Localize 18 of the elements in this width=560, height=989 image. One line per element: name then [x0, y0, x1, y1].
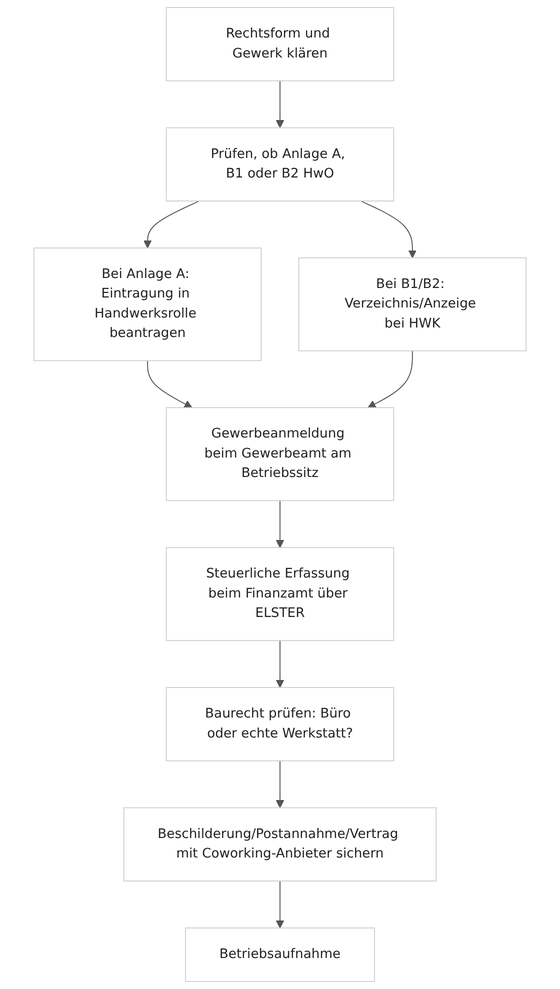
process-box: Baurecht prüfen: Büro oder echte Werkstatt? — [166, 687, 394, 762]
process-box: Prüfen, ob Anlage A, B1 oder B2 HwO — [166, 127, 394, 202]
arrow — [360, 200, 417, 258]
process-box: Gewerbeanmeldung beim Gewerbeamt am Betriebssitz — [166, 407, 394, 502]
arrow — [368, 350, 413, 408]
process-box: Steuerliche Erfassung beim Finanzamt über ELSTER — [166, 547, 394, 642]
arrow — [276, 500, 284, 548]
process-box: Bei Anlage A: Eintragung in Handwerksrolle beantragen — [33, 247, 262, 362]
arrow — [276, 80, 284, 128]
arrow — [147, 360, 192, 408]
process-box: Bei B1/B2: Verzeichnis/Anzeige bei HWK — [298, 257, 527, 352]
process-box: Beschilderung/Postannahme/Vertrag mit Coworking-Anbieter sichern — [123, 807, 437, 882]
process-box: Rechtsform und Gewerk klären — [166, 7, 394, 82]
arrow — [143, 200, 200, 248]
process-box: Betriebsaufnahme — [185, 927, 375, 982]
arrow — [276, 640, 284, 688]
arrow — [276, 760, 284, 808]
arrow — [276, 880, 284, 928]
